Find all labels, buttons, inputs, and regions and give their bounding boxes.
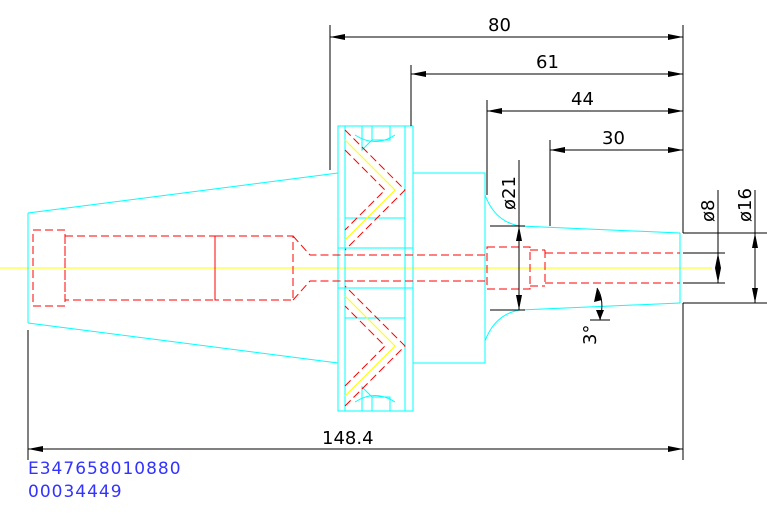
dim-61-label: 61 — [536, 52, 559, 73]
holder-body — [412, 172, 681, 364]
taper-shank — [27, 172, 339, 364]
dimension-lines — [27, 25, 767, 460]
dim-dia8-label: ø8 — [698, 200, 719, 222]
dimension-arrows — [28, 34, 758, 452]
internal-bore-hidden — [32, 229, 680, 307]
part-code: E347658010880 — [28, 459, 182, 479]
dim-80-label: 80 — [488, 15, 511, 36]
dim-dia21-label: ø21 — [499, 176, 520, 210]
flange-cone-lines — [344, 129, 406, 407]
dim-total-label: 148.4 — [322, 428, 374, 449]
dim-dia16-label: ø16 — [735, 188, 756, 222]
dim-angle-label: 3° — [580, 325, 601, 345]
part-number: 00034449 — [28, 482, 123, 502]
dim-44-label: 44 — [571, 89, 594, 110]
dim-30-label: 30 — [602, 128, 625, 149]
